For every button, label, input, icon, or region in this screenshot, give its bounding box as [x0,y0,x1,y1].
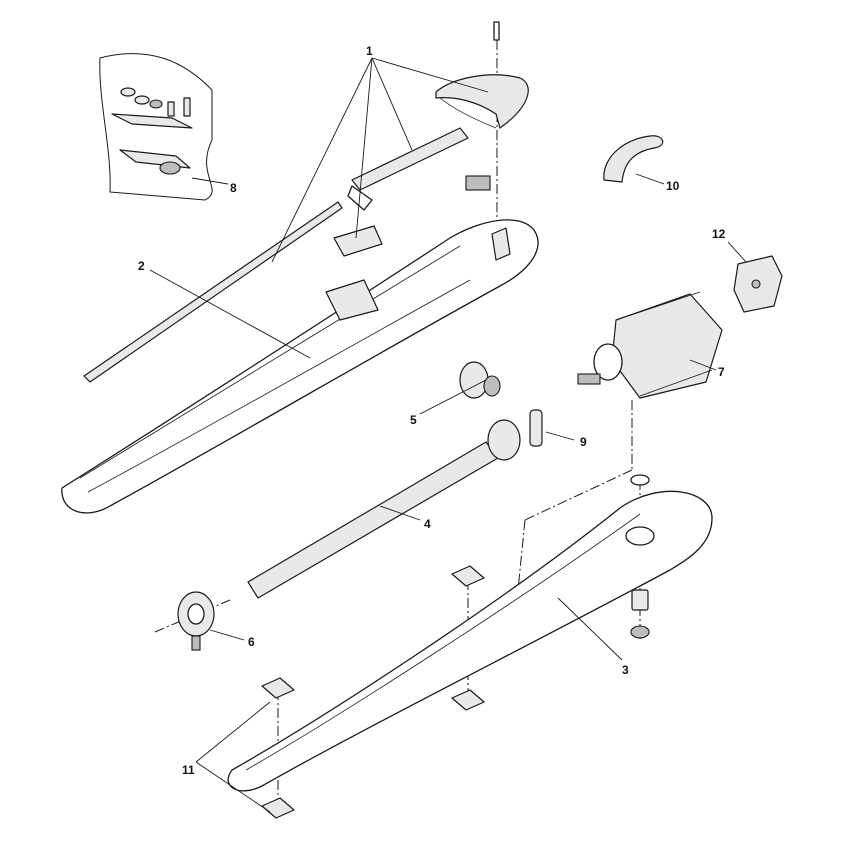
callout-labels: 1 2 3 4 5 6 7 8 9 10 11 12 [138,44,726,777]
worm-screw [247,419,521,599]
limit-stop [529,409,543,447]
callout-6: 6 [248,635,255,649]
callout-9: 9 [580,435,587,449]
leader-lines [149,57,747,813]
callout-12: 12 [712,227,726,241]
callout-3: 3 [622,663,629,677]
callout-5: 5 [410,413,417,427]
bracket-kit-inset [99,53,213,201]
callout-4: 4 [424,517,431,531]
callout-8: 8 [230,181,237,195]
callout-10: 10 [666,179,680,193]
rear-mount [177,591,215,651]
upper-housing [61,219,539,514]
terminal-box [733,255,783,313]
fixing-hardware [630,474,650,639]
callout-1: 1 [366,44,373,58]
release-key [603,135,664,183]
callout-7: 7 [718,365,725,379]
callout-2: 2 [138,259,145,273]
callout-11: 11 [182,763,195,777]
reduction-gear [459,361,501,399]
motor [577,291,723,399]
lower-housing [227,490,713,792]
assembly-axes [154,40,641,810]
square-nuts [261,565,485,819]
